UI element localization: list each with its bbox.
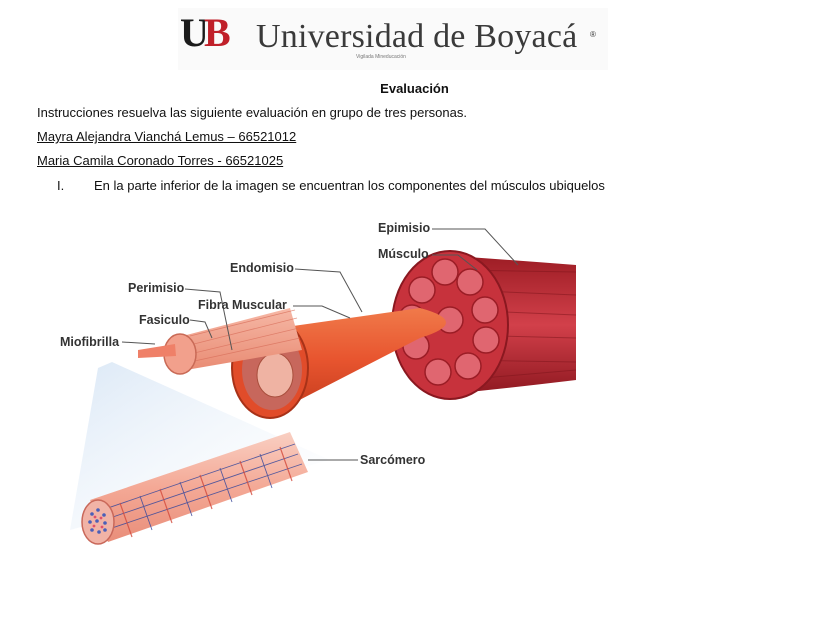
label-endomisio: Endomisio <box>230 261 294 275</box>
logo-registered-mark: ® <box>590 30 596 39</box>
university-logo: U B Universidad de Boyacá ® Vigilada Min… <box>178 8 608 70</box>
label-perimisio: Perimisio <box>128 281 185 295</box>
title-text: Evaluación <box>380 81 449 96</box>
myofibril-strand <box>138 344 176 358</box>
svg-text:B: B <box>204 10 231 55</box>
item-number: I. <box>57 178 65 193</box>
label-miofibrilla: Miofibrilla <box>60 335 120 349</box>
label-epimisio: Epimisio <box>378 221 430 235</box>
member-1: Mayra Alejandra Vianchá Lemus – 66521012 <box>37 129 297 144</box>
item-text: En la parte inferior de la imagen se enc… <box>94 178 605 193</box>
label-fasciculo: Fasiculo <box>139 313 190 327</box>
label-leaders <box>121 228 519 461</box>
muscle-anatomy-diagram: Epimisio Músculo Endomisio Perimisio Fib… <box>60 221 577 545</box>
svg-text:U: U <box>180 10 209 55</box>
document-title: Evaluación <box>0 81 829 96</box>
logo-name: Universidad de Boyacá <box>256 18 578 55</box>
logo-subtitle: Vigilada Mineducación <box>356 54 406 60</box>
sarcomere-myofibril <box>81 432 308 545</box>
ub-monogram-icon: U B <box>180 10 231 55</box>
instructions: Instrucciones resuelva las siguiente eva… <box>37 105 467 120</box>
member-2: Maria Camila Coronado Torres - 66521025 <box>37 153 284 168</box>
label-musculo: Músculo <box>378 247 429 261</box>
label-sarcomero: Sarcómero <box>360 453 426 467</box>
fascicle <box>163 308 302 375</box>
label-fibra: Fibra Muscular <box>198 298 287 312</box>
